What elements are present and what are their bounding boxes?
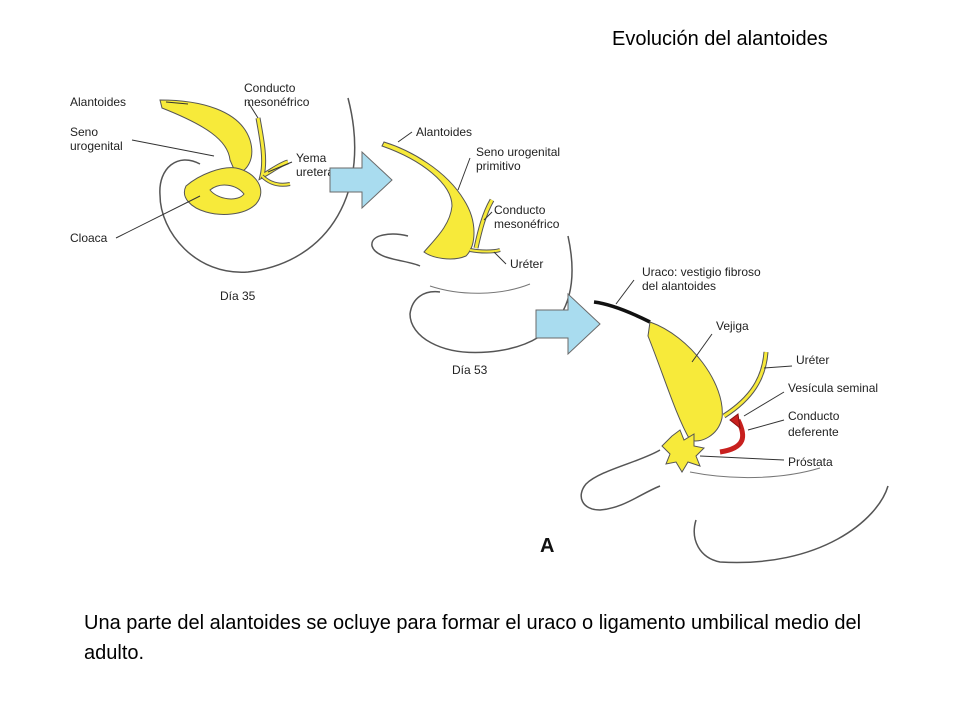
label-conducto-adult-l1: Conducto bbox=[788, 409, 840, 423]
seminal-vesicle-adult bbox=[729, 413, 741, 430]
ureteric-bud-day35-fill bbox=[261, 175, 291, 186]
label-yema-day35-l2: ureteral bbox=[296, 165, 337, 179]
bladder-adult bbox=[647, 321, 723, 442]
label-uraco-l1: Uraco: vestigio fibroso bbox=[642, 265, 761, 279]
label-day-35: Día 35 bbox=[220, 289, 256, 303]
label-ureter-adult: Uréter bbox=[796, 353, 829, 367]
leader-lines-day53 bbox=[397, 131, 507, 265]
label-seno-day53-l2: primitivo bbox=[476, 159, 521, 173]
leader-lines-day35 bbox=[115, 101, 293, 239]
label-cloaca-day35: Cloaca bbox=[70, 231, 108, 245]
label-vejiga: Vejiga bbox=[716, 319, 749, 333]
page-title: Evolución del alantoides bbox=[612, 28, 828, 50]
label-conducto-day35-l1: Conducto bbox=[244, 81, 296, 95]
label-seno-day35-l1: Seno bbox=[70, 125, 98, 139]
urachus-adult bbox=[593, 300, 651, 324]
ureter-adult-fill bbox=[723, 351, 768, 418]
label-alantoides-day35: Alantoides bbox=[70, 95, 126, 109]
fold-outline-adult bbox=[689, 467, 821, 479]
label-alantoides-day53: Alantoides bbox=[416, 125, 472, 139]
label-day-53: Día 53 bbox=[452, 363, 488, 377]
label-conducto-day53-l2: mesonéfrico bbox=[494, 217, 560, 231]
label-uraco-l2: del alantoides bbox=[642, 279, 716, 293]
label-conducto-day35-l2: mesonéfrico bbox=[244, 95, 310, 109]
cloaca-day35 bbox=[184, 167, 262, 215]
leader-lines-adult bbox=[615, 279, 793, 461]
label-ureter-day53: Uréter bbox=[510, 257, 543, 271]
label-yema-day35-l1: Yema bbox=[296, 151, 327, 165]
stage-adult: Uraco: vestigio fibroso del alantoides V… bbox=[540, 265, 889, 564]
fold-outline-day53 bbox=[429, 283, 531, 294]
label-prostata: Próstata bbox=[788, 455, 833, 469]
label-conducto-day53-l1: Conducto bbox=[494, 203, 546, 217]
label-seno-day53-l1: Seno urogenital bbox=[476, 145, 560, 159]
embryo-outline-day53 bbox=[409, 235, 573, 354]
prostate-adult bbox=[661, 429, 706, 473]
tail-outline-day53 bbox=[371, 233, 421, 267]
mesonephric-duct-day53-fill bbox=[474, 199, 494, 249]
label-vesicula: Vesícula seminal bbox=[788, 381, 878, 395]
tail-outline-adult bbox=[580, 449, 661, 511]
allantois-evolution-diagram: Alantoides Conducto mesonéfrico Seno uro… bbox=[70, 81, 889, 564]
caption-text: Una parte del alantoides se ocluye para … bbox=[84, 612, 862, 664]
stage-day-53: Alantoides Seno urogenital primitivo Con… bbox=[371, 125, 573, 377]
panel-letter: A bbox=[540, 535, 554, 557]
body-outline-adult bbox=[693, 485, 889, 564]
ureter-day53-fill bbox=[469, 249, 501, 253]
label-seno-day35-l2: urogenital bbox=[70, 139, 123, 153]
stage-arrow-2 bbox=[535, 292, 601, 356]
stage-arrow-1 bbox=[329, 150, 393, 210]
label-conducto-adult-l2: deferente bbox=[788, 425, 839, 439]
allantois-day35 bbox=[159, 99, 253, 175]
stage-day-35: Alantoides Conducto mesonéfrico Seno uro… bbox=[70, 81, 356, 303]
urogenital-sinus-day53 bbox=[381, 141, 475, 260]
